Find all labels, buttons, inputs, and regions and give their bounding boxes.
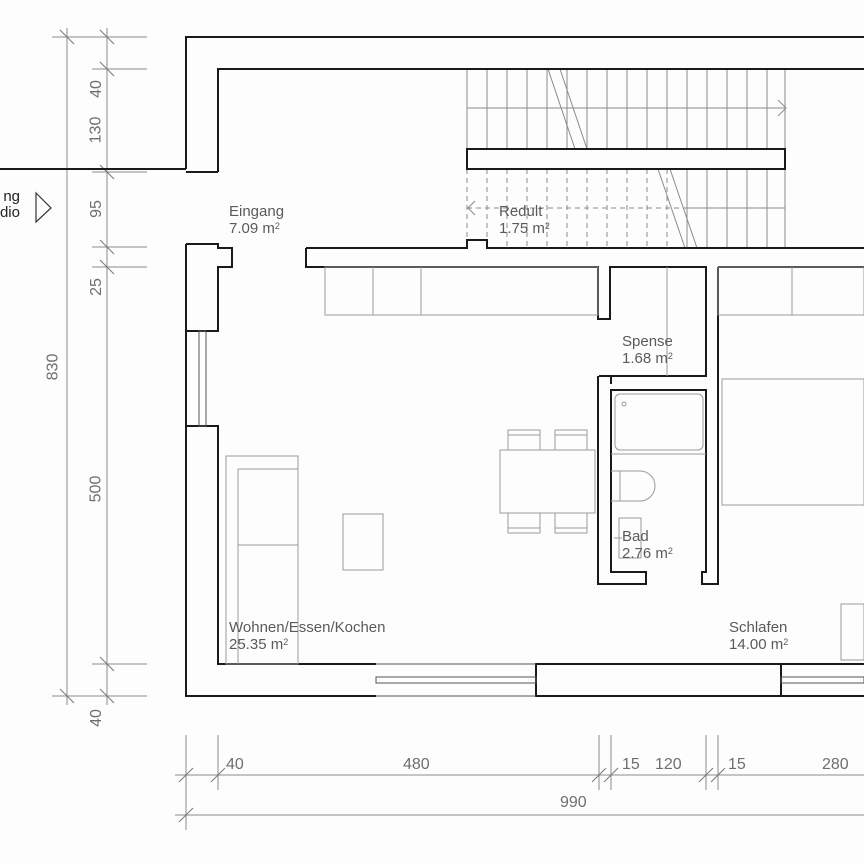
dim-vertical-500: 500 bbox=[87, 475, 105, 503]
room-spense: Spense 1.68 m2 bbox=[622, 333, 673, 367]
room-eingang: Eingang 7.09 m2 bbox=[229, 203, 284, 237]
room-name: Bad bbox=[622, 528, 649, 545]
windows bbox=[375, 663, 864, 697]
entrance-arrow-icon bbox=[35, 191, 52, 224]
room-schlafen: Schlafen 14.00 m2 bbox=[729, 619, 788, 653]
room-area: 7.09 m2 bbox=[229, 220, 280, 237]
room-area: 2.76 m2 bbox=[622, 545, 673, 562]
entrance-label-line1: ng bbox=[3, 188, 20, 205]
dim-vertical-95: 95 bbox=[87, 200, 105, 218]
horizontal-dimension-lines bbox=[175, 735, 864, 830]
dim-vertical-40-bottom: 40 bbox=[87, 709, 105, 727]
room-name: Eingang bbox=[229, 203, 285, 220]
dim-vertical-40-top: 40 bbox=[87, 80, 105, 98]
dim-horizontal-outer: 990 bbox=[560, 794, 587, 811]
dim-vertical-130: 130 bbox=[87, 116, 105, 144]
dim-vertical-25: 25 bbox=[87, 278, 105, 296]
room-bad: Bad 2.76 m2 bbox=[622, 528, 673, 562]
room-name: Redult bbox=[499, 203, 543, 220]
dim-horizontal-480: 480 bbox=[403, 756, 430, 773]
room-name: Spense bbox=[622, 333, 673, 350]
furniture bbox=[225, 266, 864, 665]
dim-vertical-outer: 830 bbox=[44, 353, 62, 381]
room-area: 1.68 m2 bbox=[622, 350, 673, 367]
room-redult: Redult 1.75 m2 bbox=[499, 203, 550, 237]
staircase bbox=[466, 68, 787, 249]
dim-horizontal-120: 120 bbox=[655, 756, 682, 773]
room-area: 25.35 m2 bbox=[229, 636, 289, 653]
entrance-label-line2: dio bbox=[0, 204, 20, 221]
entrance-label: ng dio bbox=[0, 189, 20, 221]
room-area: 14.00 m2 bbox=[729, 636, 789, 653]
dim-horizontal-15-a: 15 bbox=[622, 756, 640, 773]
dim-horizontal-15-b: 15 bbox=[728, 756, 746, 773]
vertical-dimension-lines bbox=[52, 28, 147, 705]
room-area: 1.75 m2 bbox=[499, 220, 550, 237]
room-name: Wohnen/Essen/Kochen bbox=[229, 619, 386, 636]
room-name: Schlafen bbox=[729, 619, 788, 636]
dim-horizontal-40: 40 bbox=[226, 756, 244, 773]
dim-horizontal-280: 280 bbox=[822, 756, 849, 773]
walls bbox=[185, 36, 864, 697]
room-wohnen-essen-kochen: Wohnen/Essen/Kochen 25.35 m2 bbox=[229, 619, 386, 653]
